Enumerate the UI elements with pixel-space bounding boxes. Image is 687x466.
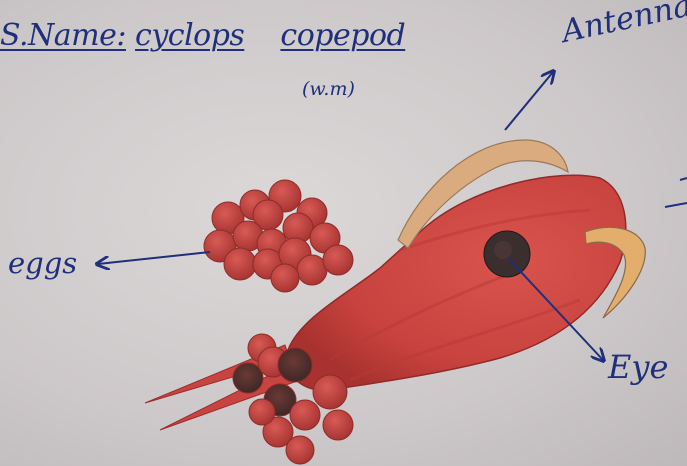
mount-note: (w.m) [302, 78, 355, 100]
title-common: copepod [280, 18, 405, 53]
egg-sac-top [204, 180, 353, 292]
label-eye: Eye [608, 348, 668, 386]
edge-pointer-line [665, 203, 687, 207]
antenna-arrow [505, 72, 553, 130]
label-eggs: eggs [8, 246, 77, 280]
edge-pointer-stub [680, 178, 687, 180]
specimen-title: S.Name: cyclops copepod [0, 18, 405, 53]
cyclops-body [287, 175, 626, 390]
title-species: cyclops [135, 18, 244, 53]
eggs-arrow [98, 252, 210, 264]
title-prefix: S.Name: [0, 18, 126, 53]
